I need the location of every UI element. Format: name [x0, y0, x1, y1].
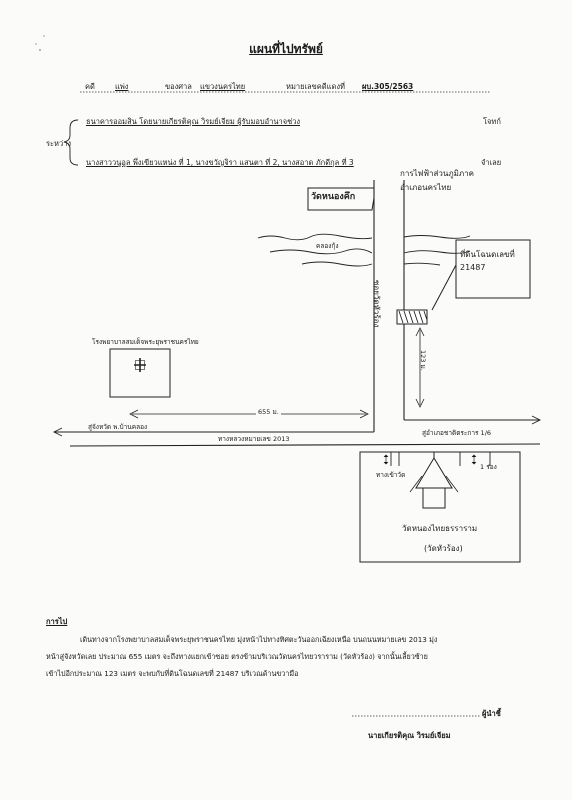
temple-top-box	[307, 187, 375, 211]
distance-vertical-label: 123 ม.	[419, 350, 427, 371]
temple-bottom-label: วัดหนองไทยธรราราม	[402, 524, 478, 533]
canal-line	[403, 250, 471, 254]
temple-gate-label: ทางเข้าวัด	[376, 471, 406, 479]
directions-line-3: เข้าไปอีกประมาณ 123 เมตร จะพบกับที่ดินโฉ…	[46, 669, 299, 678]
distance-horizontal-label: 655 ม.	[256, 407, 281, 417]
canal-line	[257, 233, 373, 241]
defendant-names: นางสาววนูอูล พึ่งเขียวแหน่ง ที่ 1, นางขว…	[86, 158, 354, 167]
temple-compound	[359, 451, 521, 563]
temple-unit-label: 1 ร่อง	[480, 463, 497, 471]
hospital-box	[109, 348, 171, 398]
party-bracket	[63, 119, 79, 166]
plaintiff-name: ธนาคารออมสิน โดยนายเกียรติคุณ วิรมย์เจีย…	[86, 117, 301, 126]
temple-building	[422, 487, 446, 509]
canal-line	[269, 248, 373, 255]
canal-label: คลองกุ้ง	[316, 242, 339, 250]
canal-line	[403, 235, 471, 239]
property-label-box	[455, 239, 531, 299]
between-label: ระหว่าง	[46, 139, 72, 148]
temple-gate	[390, 452, 400, 466]
canal-line	[403, 262, 441, 266]
plaintiff-role: โจทก์	[483, 117, 501, 126]
hospital-cross	[134, 358, 146, 372]
signature-role: ผู้นำชี้	[482, 709, 501, 718]
property-pointer	[431, 264, 457, 311]
directions-line-2: หน้าสู่จังหวัดเลย ประมาณ 655 เมตร จะถึงท…	[46, 652, 428, 661]
right-direction-label: สู่อำเภอชาติตระการ 1/6	[422, 429, 492, 437]
hospital-label: โรงพยาบาลสมเด็จพระยุพราชนครไทย	[92, 338, 199, 346]
court-label: ของศาล	[165, 82, 192, 91]
temple-top-label: วัดหนองคึก	[311, 192, 356, 202]
case-number-label: หมายเลขคดีแดงที่	[286, 82, 345, 91]
temple-bottom-sublabel: (วัดหัวร้อง)	[424, 544, 463, 553]
transformer-label: การไฟฟ้าส่วนภูมิภาค อำเภอนครไทย	[400, 169, 474, 192]
right-arrow	[531, 415, 542, 425]
temple-roof	[415, 457, 453, 489]
signature-name: นายเกียรติคุณ วิรมย์เจียม	[368, 731, 451, 740]
case-number: ผบ.305/2563	[362, 82, 414, 91]
defendant-role: จำเลย	[481, 158, 502, 167]
left-direction-label: สู่จังหวัด พ.บ้านคลอง	[88, 423, 148, 431]
highway-bottom	[69, 443, 541, 447]
soi-label: ซอยวัดหัวร้อง	[372, 280, 381, 328]
highway-label: ทางหลวงหมายเลข 2013	[218, 435, 290, 443]
case-label: คดี	[85, 82, 95, 91]
case-type: แพ่ง	[115, 82, 129, 91]
directions-line-1: เดินทางจากโรงพยาบาลสมเด็จพระยุพราชนครไทย…	[80, 635, 438, 644]
property-label: ที่ดินโฉนดเลขที่ 21487	[460, 250, 515, 272]
page-title: แผนที่ไปทรัพย์	[249, 42, 323, 56]
court-name: แขวงนครไทย	[200, 82, 246, 91]
property-hatch	[398, 310, 428, 324]
canal-line	[301, 261, 373, 267]
directions-heading: การไป	[46, 617, 68, 626]
